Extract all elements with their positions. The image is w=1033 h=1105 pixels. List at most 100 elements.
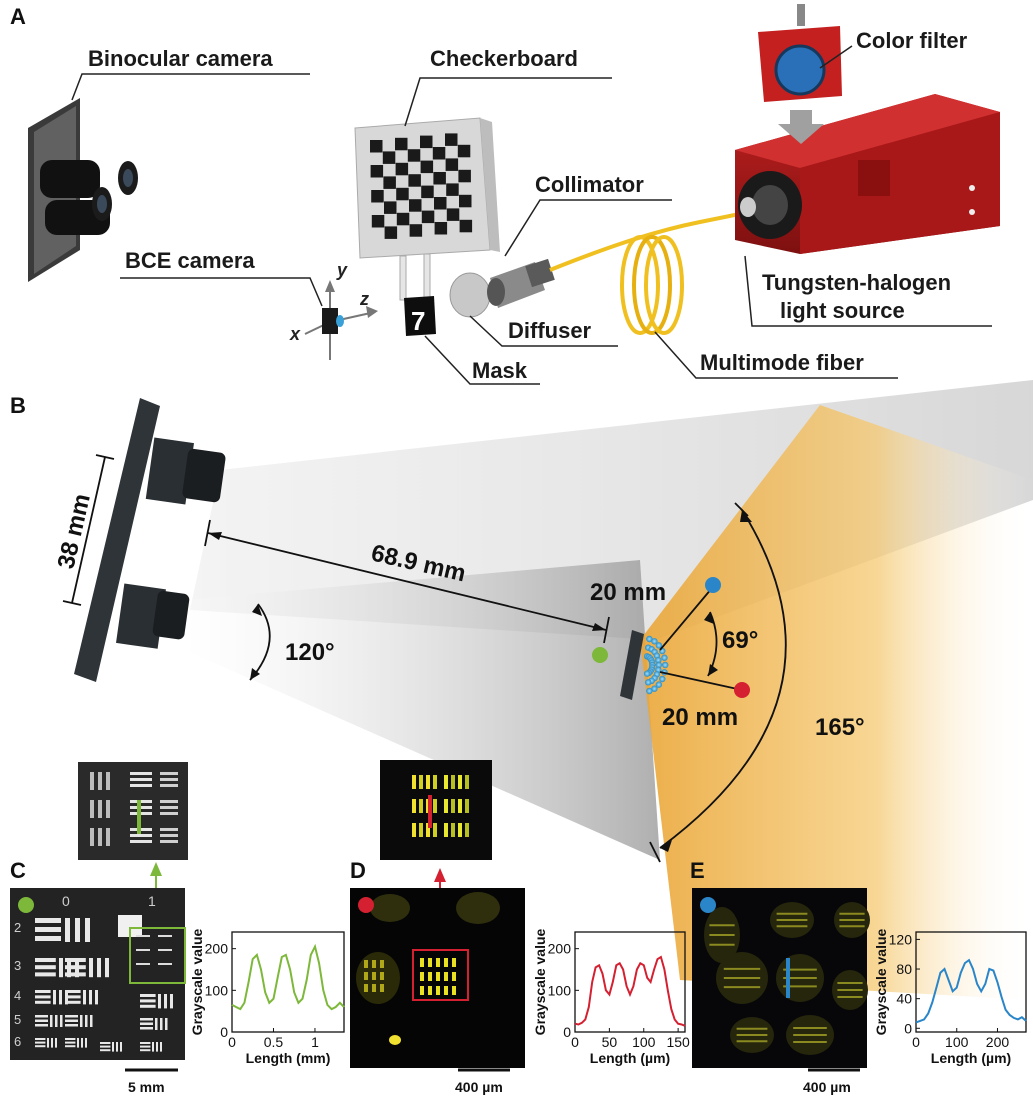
baseline-dimension-line — [71, 456, 106, 604]
x-tick-label: 1 — [311, 1034, 319, 1050]
x-tick-label: 150 — [666, 1034, 690, 1050]
checkerboard-illustration — [354, 117, 500, 301]
y-tick-label: 120 — [889, 931, 913, 947]
plot-frame — [915, 931, 1027, 1033]
mask-digit: 7 — [411, 306, 425, 336]
multimode-fiber-illustration — [549, 203, 781, 335]
y-tick-label: 0 — [904, 1020, 912, 1036]
y-tick-label: 0 — [563, 1024, 571, 1040]
bce-camera-illustration — [304, 280, 378, 360]
leader-checkerboard — [404, 77, 612, 127]
dist-lower-label: 20 mm — [662, 704, 738, 731]
binocular-camera-illustration — [28, 98, 138, 282]
working-distance-line — [207, 532, 607, 631]
x-axis-label: Length (mm) — [246, 1050, 331, 1066]
y-tick-label: 80 — [896, 961, 912, 977]
profile-series-line — [574, 955, 686, 1027]
axis-z-label: z — [359, 289, 369, 309]
lower-view-line — [659, 671, 743, 691]
x-tick-label: 0 — [912, 1034, 920, 1050]
usaf-zoom-inset — [78, 762, 188, 860]
binocular-camera-side — [74, 398, 226, 682]
diffuser-collimator-illustration — [449, 258, 555, 318]
y-axis-label: Grayscale value — [532, 928, 548, 1035]
y-tick-label: 0 — [220, 1024, 228, 1040]
leader-color-filter — [819, 45, 853, 69]
plot-frame — [574, 931, 686, 1033]
x-axis-label: Length (µm) — [590, 1050, 670, 1066]
y-tick-label: 40 — [896, 991, 912, 1007]
dist-upper-label: 20 mm — [590, 579, 666, 606]
profile-series-line — [231, 943, 345, 1011]
bce-camera-side — [620, 630, 669, 700]
usaf-label-2: 2 — [14, 920, 21, 935]
scalebar-e-label: 400 µm — [803, 1079, 851, 1095]
x-tick-label: 0 — [228, 1034, 236, 1050]
panel-label-b: B — [10, 393, 26, 418]
leader-collimator — [504, 199, 672, 257]
fov-bce-camera — [640, 405, 1033, 1000]
label-binocular-camera: Binocular camera — [88, 46, 273, 71]
down-arrow-icon — [778, 110, 824, 144]
usaf-label-3: 3 — [14, 958, 21, 973]
label-color-filter: Color filter — [856, 28, 968, 53]
d-zoom-inset — [380, 760, 492, 860]
mask-illustration: 7 — [404, 296, 436, 336]
label-checkerboard: Checkerboard — [430, 46, 578, 71]
x-tick-label: 100 — [632, 1034, 656, 1050]
x-tick-label: 50 — [602, 1034, 618, 1050]
angle-label: 69° — [722, 627, 758, 654]
light-source-illustration — [735, 94, 1000, 254]
fov-bce-arc — [659, 509, 787, 849]
label-light-source-line2: light source — [780, 298, 905, 323]
arrow-up-red-icon — [434, 868, 446, 882]
panel-label-d: D — [350, 858, 366, 883]
usaf-label-4: 4 — [14, 988, 21, 1003]
y-tick-label: 100 — [548, 982, 572, 998]
fov-bce-label: 165° — [815, 714, 865, 741]
y-tick-label: 200 — [205, 941, 229, 957]
x-axis-label: Length (µm) — [931, 1050, 1011, 1066]
x-tick-label: 100 — [945, 1034, 969, 1050]
plot-frame — [231, 931, 345, 1033]
red-view-marker — [734, 682, 750, 698]
e-fluorescence-image — [692, 888, 870, 1068]
label-diffuser: Diffuser — [508, 318, 592, 343]
upper-view-line — [659, 587, 713, 651]
usaf-label-1: 1 — [148, 893, 156, 909]
d-fluorescence-image — [350, 888, 525, 1068]
y-tick-label: 200 — [548, 941, 572, 957]
panel-label-c: C — [10, 858, 26, 883]
color-filter-illustration — [758, 4, 842, 102]
label-bce-camera: BCE camera — [125, 248, 255, 273]
leader-diffuser — [469, 315, 618, 347]
usaf-label-0: 0 — [62, 893, 70, 909]
x-tick-label: 0 — [571, 1034, 579, 1050]
leader-bce — [120, 277, 323, 307]
panel-label-a: A — [10, 4, 26, 29]
profile-series-line — [915, 958, 1027, 1024]
panel-label-e: E — [690, 858, 705, 883]
leader-mask — [424, 335, 540, 385]
blue-view-marker — [705, 577, 721, 593]
arrow-up-icon — [150, 862, 162, 876]
label-multimode-fiber: Multimode fiber — [700, 350, 864, 375]
leader-light-source — [744, 255, 992, 327]
y-axis-label: Grayscale value — [189, 928, 205, 1035]
x-tick-label: 200 — [986, 1034, 1010, 1050]
label-collimator: Collimator — [535, 172, 644, 197]
leader-binocular — [71, 73, 310, 101]
fov-lower-camera — [185, 560, 660, 860]
fov-binocular-label: 120° — [285, 639, 335, 666]
scalebar-c-label: 5 mm — [128, 1079, 165, 1095]
scalebar-d-label: 400 µm — [455, 1079, 503, 1095]
usaf-label-5: 5 — [14, 1012, 21, 1027]
y-tick-label: 100 — [205, 982, 229, 998]
axis-y-label: y — [336, 260, 348, 280]
label-light-source-line1: Tungsten-halogen — [762, 270, 951, 295]
label-mask: Mask — [472, 358, 528, 383]
axis-x-label: x — [289, 324, 301, 344]
